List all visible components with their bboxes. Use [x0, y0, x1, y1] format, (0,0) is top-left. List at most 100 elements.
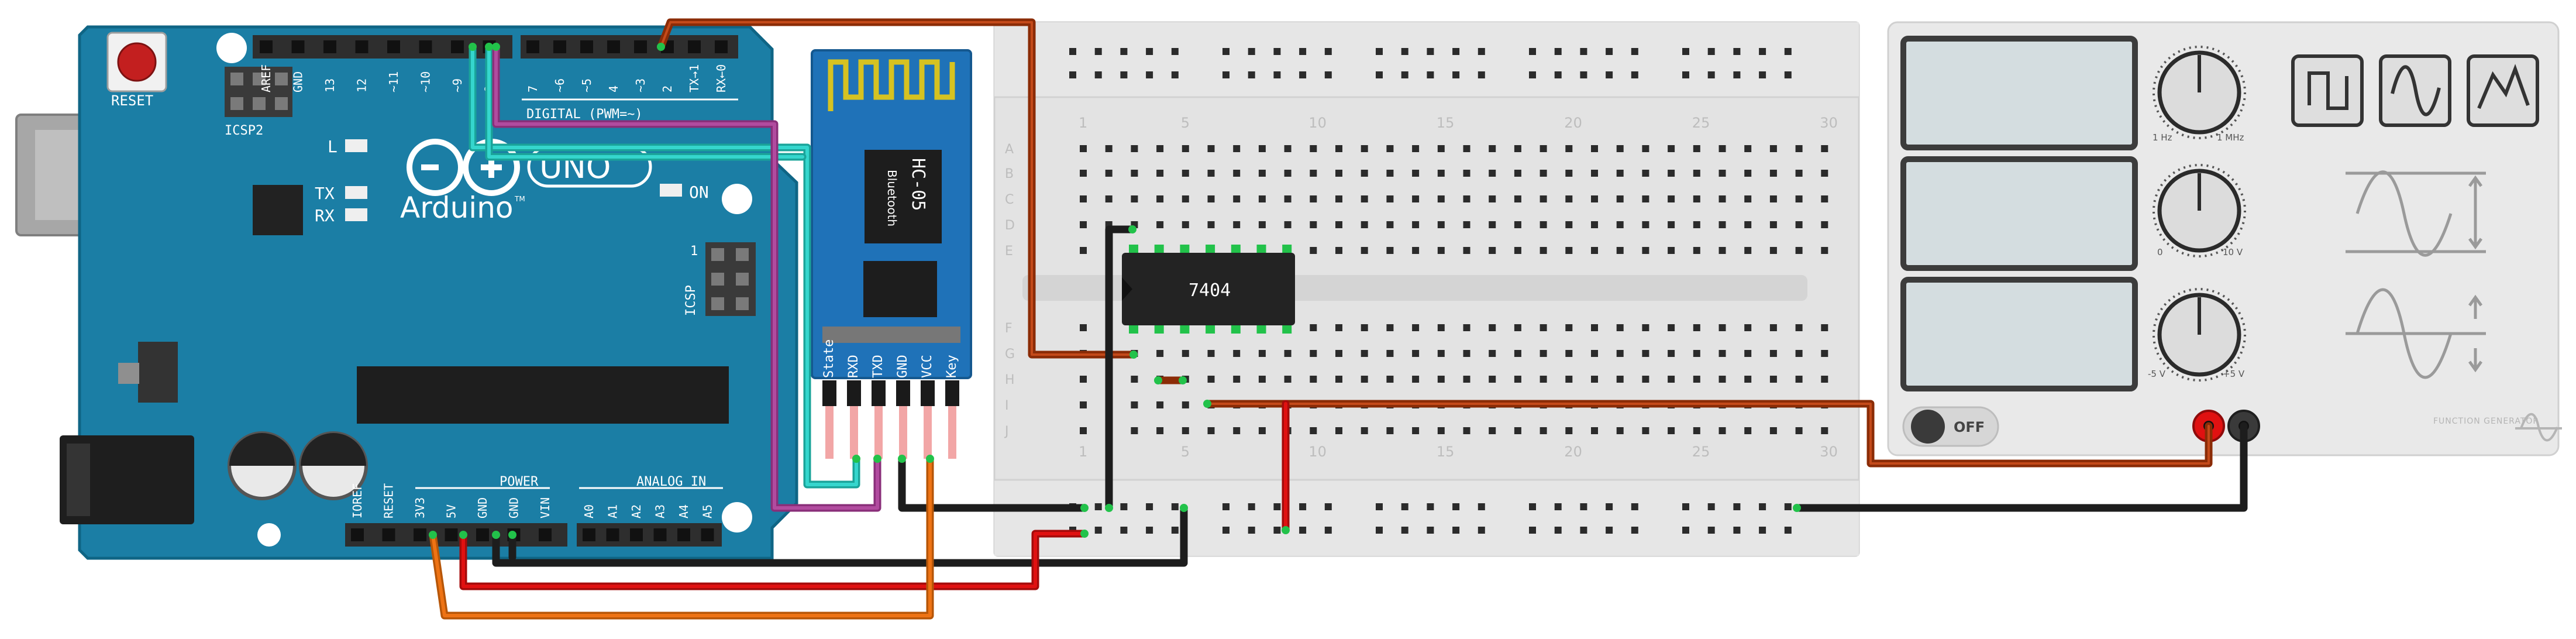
wire-endpoint [852, 455, 860, 463]
frequency-knob[interactable] [2153, 46, 2246, 139]
header-pin [539, 528, 552, 541]
led-l [345, 139, 367, 152]
pin-label: ~6 [553, 78, 567, 92]
icsp-header [705, 242, 756, 316]
wire-endpoint [657, 43, 665, 51]
header-pin [419, 40, 432, 53]
pin-label: A1 [606, 504, 620, 518]
header-pin [451, 40, 464, 53]
column-label-bottom: 15 [1437, 444, 1455, 460]
header-pin [387, 40, 400, 53]
wire-endpoint [1128, 225, 1137, 233]
header-pin [526, 40, 539, 53]
pin-label: TX→1 [687, 64, 701, 92]
column-label-top: 20 [1564, 115, 1582, 131]
row-label: G [1005, 347, 1015, 362]
bluetooth-pin-lead [948, 406, 956, 459]
antenna-icon [828, 59, 955, 111]
wire-endpoint [873, 455, 881, 463]
wire-endpoint [508, 531, 516, 539]
row-label: B [1005, 167, 1014, 181]
function-generator-brand: FUNCTION GENERATOR [2433, 417, 2539, 426]
ic-7404: 7404 [1122, 245, 1295, 334]
display-offset [1900, 277, 2138, 391]
led-rx [345, 208, 367, 221]
square-wave-icon[interactable] [2291, 54, 2364, 127]
pin-label: 12 [355, 78, 369, 92]
ic-label: 7404 [1189, 280, 1231, 301]
pin-label: GND [476, 497, 490, 518]
header-pin [382, 528, 395, 541]
sine-wave-icon[interactable] [2379, 54, 2451, 127]
led-tx [345, 186, 367, 199]
bluetooth-pin-label: RXD [846, 355, 861, 378]
wire-endpoint [1203, 400, 1211, 408]
capacitor-1 [228, 431, 297, 500]
led-on-label: ON [689, 183, 709, 202]
brand-label: Arduino [400, 191, 513, 225]
bluetooth-pin-label: Key [945, 355, 959, 378]
pin-label: A0 [582, 504, 596, 518]
bluetooth-pins [822, 380, 959, 459]
reset-button[interactable] [106, 32, 167, 92]
analog-label: ANALOG IN [636, 475, 706, 489]
pin-label: 13 [323, 78, 337, 92]
header-pin [351, 528, 364, 541]
bluetooth-sub: Bluetooth [885, 170, 899, 226]
header-pin [260, 40, 273, 53]
bluetooth-pin-label: TXD [871, 355, 886, 378]
wire-endpoint [1793, 504, 1801, 512]
pin-label: ~11 [387, 71, 401, 92]
bluetooth-pin [822, 380, 836, 406]
pin-label: GND [291, 71, 305, 92]
pin-label: 3V3 [413, 497, 427, 518]
row-label: H [1005, 373, 1015, 387]
wire-black-funcgen-gnd [1793, 422, 2248, 512]
wire-endpoint [1180, 504, 1188, 512]
wire-endpoint [459, 531, 467, 539]
bluetooth-chip [865, 150, 942, 243]
amplitude-knob[interactable] [2153, 164, 2246, 257]
led-on [660, 184, 682, 197]
bluetooth-pin [945, 380, 959, 406]
wire-endpoint [1080, 530, 1089, 538]
column-label-top: 15 [1437, 115, 1455, 131]
header-pin [677, 528, 690, 541]
bluetooth-pin [847, 380, 861, 406]
power-switch[interactable]: OFF [1902, 406, 1999, 447]
wire-endpoint [926, 455, 934, 463]
column-label-bottom: 5 [1181, 444, 1190, 460]
column-label-top: 10 [1308, 115, 1327, 131]
column-label-top: 5 [1181, 115, 1190, 131]
microcontroller [357, 366, 729, 424]
pin-label: RX←0 [714, 64, 728, 92]
row-label: F [1005, 321, 1013, 336]
header-pin [414, 528, 426, 541]
wire-endpoint [492, 531, 500, 539]
offset-knob[interactable] [2153, 288, 2246, 382]
frequency-min-label: 1 Hz [2153, 132, 2172, 143]
bluetooth-pin-lead [924, 406, 932, 459]
pin-label: ~9 [450, 78, 464, 92]
icsp-pin1-label: 1 [690, 244, 698, 259]
wire-endpoint [1179, 376, 1187, 384]
wire-endpoint [1080, 504, 1089, 512]
power-header [345, 523, 567, 547]
bluetooth-pin [872, 380, 886, 406]
capacitor-2 [299, 431, 368, 500]
pin-label: A5 [701, 504, 715, 518]
row-label: I [1005, 398, 1009, 413]
bluetooth-pin-lead [874, 406, 883, 459]
pin-label: 7 [526, 85, 540, 92]
triangle-wave-icon[interactable] [2467, 54, 2539, 127]
power-jack [60, 435, 194, 524]
bluetooth-pin-lead [899, 406, 907, 459]
column-label-top: 25 [1692, 115, 1710, 131]
header-pin [634, 40, 647, 53]
column-label-top: 30 [1820, 115, 1838, 131]
